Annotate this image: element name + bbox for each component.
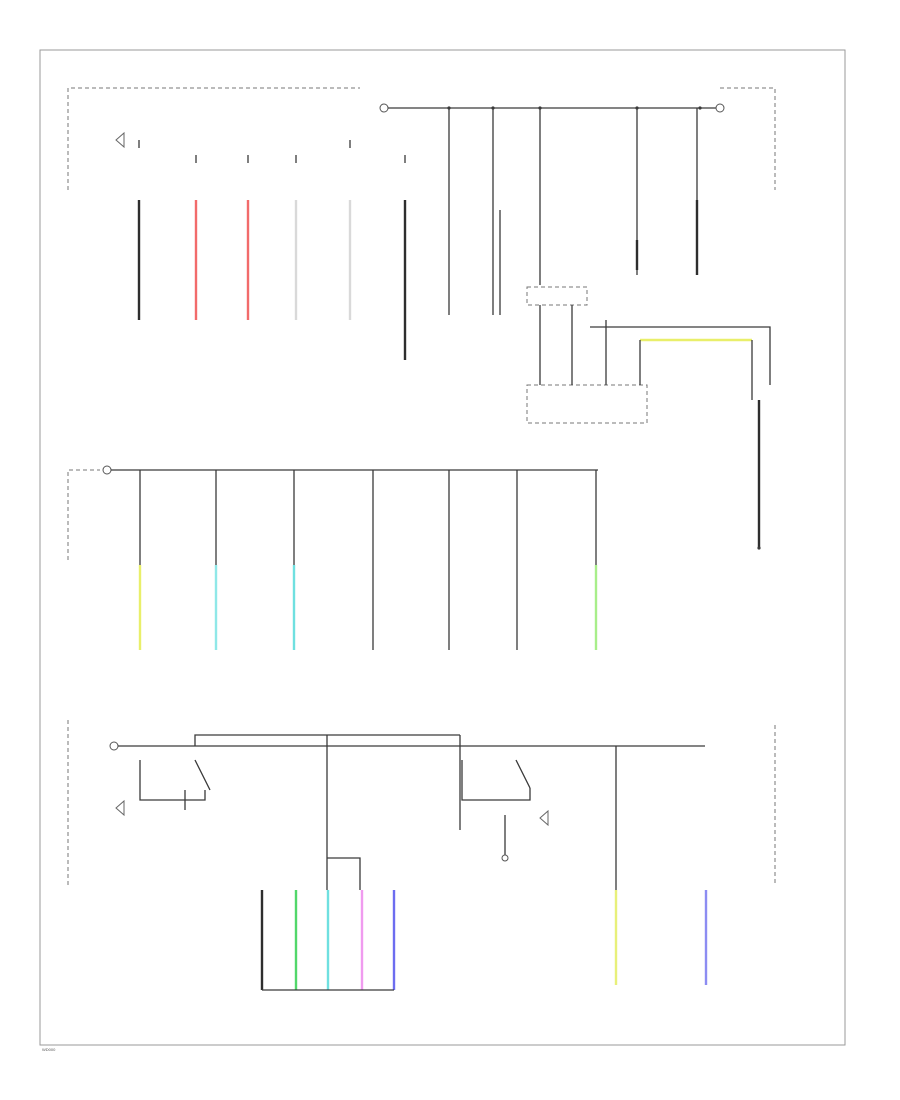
relay-feed (590, 326, 771, 385)
section-1 (67, 87, 776, 550)
switch-b-contact (515, 759, 531, 789)
group-a-wires (260, 890, 396, 991)
left-source-symbol (115, 131, 125, 149)
group-b-wires (614, 890, 708, 985)
section-3-source-symbol (115, 799, 125, 817)
relay-box-bottom (526, 384, 648, 424)
section-3 (67, 720, 776, 991)
figure-id: WD000 (42, 1047, 56, 1052)
fuse-block-source-top (379, 103, 389, 113)
switch-b-loop (461, 760, 531, 801)
switch-b-connector-symbol (539, 809, 549, 827)
bus-drops (448, 108, 698, 315)
center-branch-feed (327, 857, 361, 890)
section-1-circuits (137, 200, 699, 360)
section-2 (67, 465, 598, 650)
bus-node (698, 106, 702, 110)
relay-box (526, 286, 771, 550)
connector-symbol (379, 103, 389, 113)
section-1-left-bracket (67, 87, 360, 190)
section-1-right-bracket (720, 87, 776, 190)
switch-a-contact (194, 759, 211, 791)
diagram-frame (39, 49, 846, 1046)
switch-a-bus (194, 734, 460, 746)
section-2-source-connector (102, 465, 112, 475)
switch-a-loop (139, 760, 206, 801)
ground-connector (501, 854, 509, 862)
section-2-left-bracket (67, 469, 100, 560)
relay-box-top (526, 286, 588, 306)
section-3-source-connector (109, 741, 119, 751)
bus-end-connector (715, 103, 725, 113)
section-2-circuits (138, 470, 598, 650)
fuse-marks (138, 140, 406, 163)
ground-node (757, 546, 761, 550)
